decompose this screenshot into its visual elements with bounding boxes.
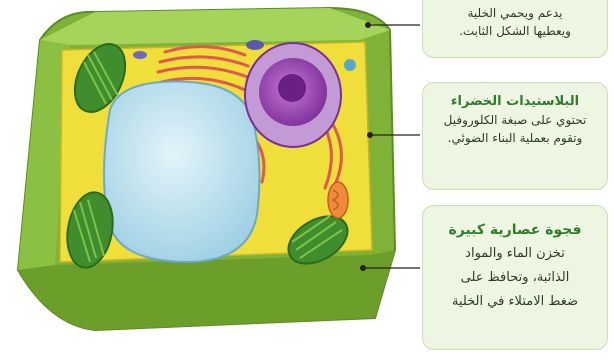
mitochondrion xyxy=(328,182,348,218)
callout-chloroplasts: البلاستيدات الخضراء تحتوي على صبغة الكلو… xyxy=(422,82,608,190)
nucleus xyxy=(245,43,341,147)
vacuole-title: فجوة عصارية كبيرة xyxy=(423,218,607,242)
central-vacuole xyxy=(104,82,259,262)
callout-vacuole: فجوة عصارية كبيرة تخزن الماء والمواد الذ… xyxy=(422,205,608,350)
chloroplasts-line-1: تحتوي على صبغة الكلوروفيل xyxy=(423,111,607,129)
callout-cell-wall: يدعم ويحمي الخلية ويعطيها الشكل الثابت. xyxy=(422,0,608,58)
vacuole-line-3: ضغط الامتلاء في الخلية xyxy=(423,290,607,314)
vacuole-line-1: تخزن الماء والمواد xyxy=(423,242,607,266)
cell-wall-line-2: ويعطيها الشكل الثابت. xyxy=(423,22,607,40)
chloroplasts-title: البلاستيدات الخضراء xyxy=(423,93,607,111)
cell-wall-line-1: يدعم ويحمي الخلية xyxy=(423,4,607,22)
vacuole-line-2: الذائبة، وتحافظ على xyxy=(423,266,607,290)
chloroplasts-line-2: وتقوم بعملية البناء الضوئي. xyxy=(423,129,607,147)
